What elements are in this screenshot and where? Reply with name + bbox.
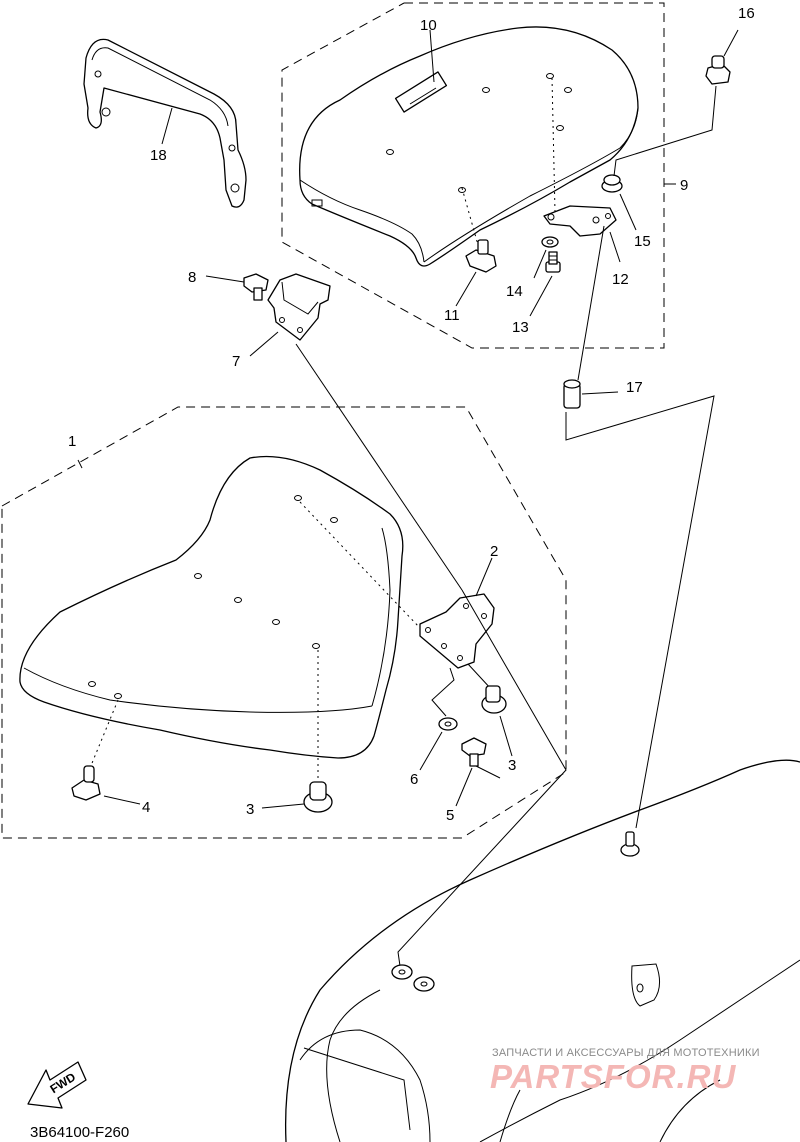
leader-10 [429, 29, 435, 83]
axis-line [475, 765, 501, 779]
washer-6 [438, 717, 458, 731]
leader-12 [609, 231, 621, 263]
leader-5 [455, 767, 473, 807]
bolt-5 [461, 737, 487, 767]
callout-6: 6 [410, 771, 418, 788]
leader-14 [533, 249, 547, 279]
callout-labels: 1 2 3 3 3 4 5 6 7 8 9 10 11 12 13 14 15 … [68, 5, 755, 824]
callout-3b: 3 [508, 757, 516, 774]
leader-3-right [499, 715, 513, 757]
bolt-13 [545, 251, 561, 273]
leader-9-path [613, 85, 717, 177]
callout-14: 14 [506, 283, 523, 300]
main-seat-1 [19, 455, 404, 759]
callout-11: 11 [444, 307, 460, 324]
grab-handle-18 [83, 38, 247, 208]
watermark-subtitle: ЗАПЧАСТИ И АКСЕССУАРЫ ДЛЯ МОТОТЕХНИКИ [492, 1047, 760, 1059]
group-box-rear-seat [281, 2, 665, 349]
callout-18: 18 [150, 147, 167, 164]
callout-9: 9 [680, 177, 688, 194]
axis-line [565, 395, 715, 829]
callout-12: 12 [612, 271, 629, 288]
fwd-arrow-icon: FWD [27, 1061, 87, 1109]
damper-3-right [481, 685, 507, 714]
damper-3-bottom [303, 781, 333, 813]
callout-5: 5 [446, 807, 454, 824]
leader-1 [77, 459, 85, 473]
damper-4 [71, 765, 101, 801]
spacer-17 [563, 379, 581, 409]
callout-4: 4 [142, 799, 150, 816]
callout-2: 2 [490, 543, 498, 560]
callout-13: 13 [512, 319, 529, 336]
callout-3a: 3 [246, 801, 254, 818]
leader-6 [419, 731, 443, 771]
leader-3-bottom [261, 803, 305, 809]
callout-8: 8 [188, 269, 196, 286]
leader-7 [249, 331, 279, 357]
axis-line [295, 343, 463, 591]
bracket-7 [267, 273, 331, 341]
leader-13 [529, 275, 553, 317]
callout-10: 10 [420, 17, 437, 34]
bolt-8 [243, 273, 269, 301]
callout-15: 15 [634, 233, 651, 250]
leader-16 [723, 29, 739, 57]
group-box-front-seat [1, 406, 567, 839]
rear-fender [284, 759, 800, 1142]
grommet-11 [465, 239, 497, 273]
leader-15 [619, 193, 637, 231]
callout-1: 1 [68, 433, 76, 450]
axis-line [431, 667, 455, 717]
axis-line [577, 225, 605, 381]
diagram-code: 3B64100-F260 [30, 1124, 130, 1141]
leader-11 [455, 271, 477, 307]
washer-14 [541, 236, 559, 248]
callout-7: 7 [232, 353, 240, 370]
leader-18 [161, 107, 173, 145]
nut-16 [705, 55, 731, 85]
axis-line [299, 501, 421, 629]
axis-line [461, 187, 481, 253]
collar-15 [601, 174, 623, 193]
leader-17 [581, 391, 619, 395]
frame-nuts [391, 831, 640, 992]
axis-line [89, 699, 119, 769]
bracket-12 [543, 205, 617, 237]
callout-17: 17 [626, 379, 643, 396]
bracket-2 [419, 593, 495, 669]
leader-4 [103, 795, 141, 805]
axis-line [551, 77, 556, 213]
leader-8 [205, 275, 245, 283]
callout-16: 16 [738, 5, 755, 22]
axis-line [397, 589, 567, 967]
leader-2 [475, 557, 493, 597]
watermark-logo: PARTSFOR.RU [490, 1058, 737, 1095]
